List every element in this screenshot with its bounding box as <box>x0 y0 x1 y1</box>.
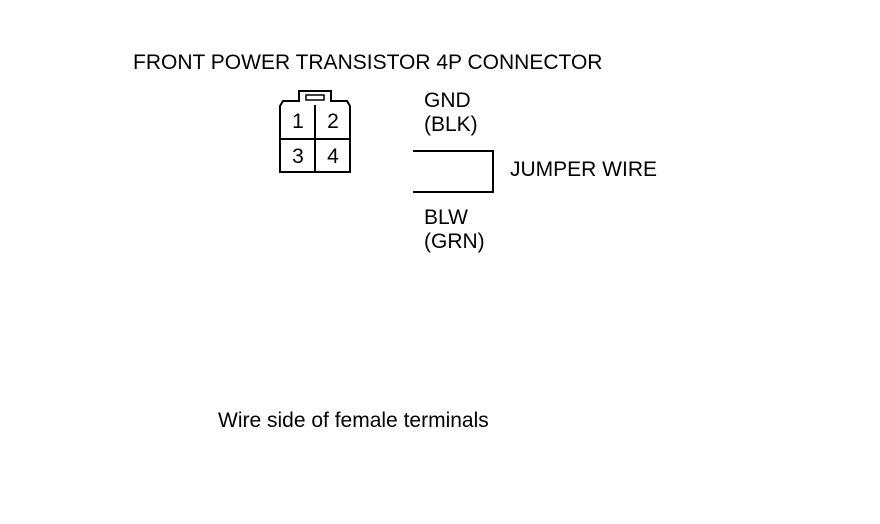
pin-4-label: 4 <box>327 145 339 168</box>
blw-terminal-label: BLW <box>424 206 468 229</box>
pin-3-label: 3 <box>292 145 304 168</box>
jumper-wire-line <box>413 150 494 193</box>
diagram-title: FRONT POWER TRANSISTOR 4P CONNECTOR <box>133 51 603 74</box>
pin-2-label: 2 <box>327 110 339 133</box>
pin-1-label: 1 <box>292 110 304 133</box>
connector-latch <box>305 94 325 101</box>
gnd-terminal-label: GND <box>424 89 471 112</box>
diagram-caption: Wire side of female terminals <box>218 409 489 432</box>
blw-wire-color: (GRN) <box>424 230 485 253</box>
connector-outline <box>279 90 351 173</box>
jumper-wire-label: JUMPER WIRE <box>510 158 657 181</box>
gnd-wire-color: (BLK) <box>424 113 478 136</box>
